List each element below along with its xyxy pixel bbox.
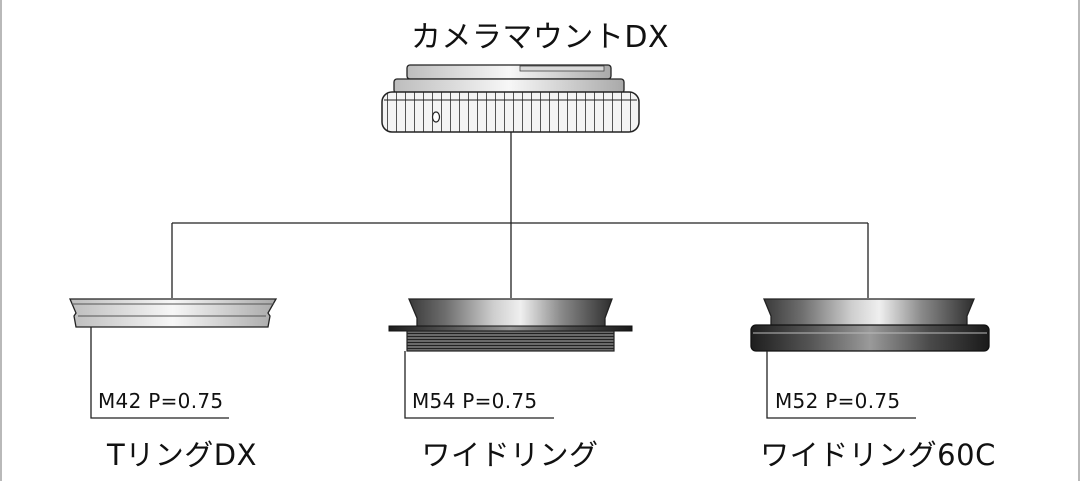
wide-ring-icon <box>388 298 633 352</box>
wide-ring-name: ワイドリング <box>421 438 599 472</box>
wide-ring-60c-name: ワイドリング60C <box>760 438 996 472</box>
camera-mount-dx-label: カメラマウントDX <box>410 20 670 55</box>
t-ring-dx-spec: M42 P=0.75 <box>98 389 224 413</box>
camera-mount-dx-icon <box>381 64 640 133</box>
t-ring-icon <box>69 298 278 328</box>
wide-ring-60c-icon <box>750 298 990 352</box>
wide-ring-60c-spec: M52 P=0.75 <box>775 389 901 413</box>
connector-lines <box>171 132 869 298</box>
spec-leaders <box>90 327 916 419</box>
wide-ring-spec: M54 P=0.75 <box>412 389 538 413</box>
t-ring-dx-name: TリングDX <box>107 438 257 472</box>
